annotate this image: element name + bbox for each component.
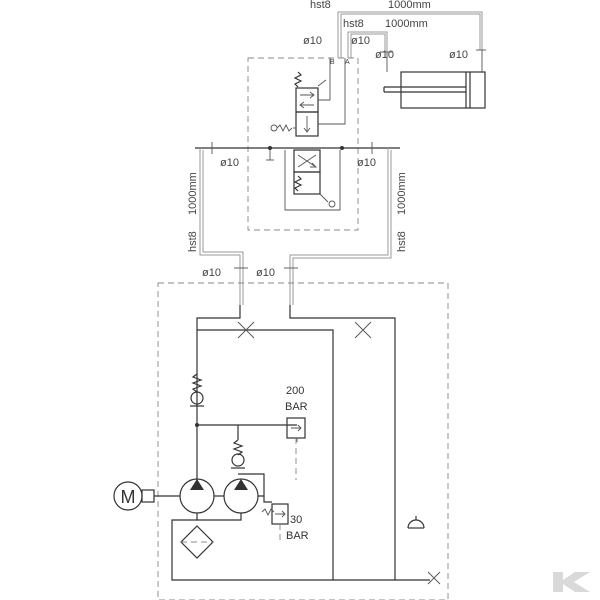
hose-length-label-1: 1000mm: [388, 0, 431, 11]
lower-directional-valve: [266, 148, 341, 211]
pump-2: [223, 478, 259, 514]
diameter-label-supply: ø10: [202, 267, 221, 279]
junction-dot: [340, 146, 344, 150]
cylinder-hose-b: [337, 11, 483, 58]
left-supply-hose: [199, 148, 244, 305]
relief-high-unit: BAR: [285, 401, 308, 413]
cross-marker-2: [354, 321, 372, 339]
pump-1: [179, 478, 215, 514]
diameter-label-a: ø10: [351, 35, 370, 47]
hose-length-label-2: 1000mm: [385, 18, 428, 30]
valve-block-outline: [247, 57, 359, 231]
relief-high-pressure: 200: [286, 385, 304, 397]
cross-marker-3: [427, 571, 441, 585]
relief-low-pressure: 30: [290, 514, 302, 526]
hydraulic-cylinder: [383, 50, 486, 109]
hose-spec-label-2: hst8: [343, 18, 364, 30]
check-valve-main: [190, 373, 204, 407]
motor: M: [113, 481, 180, 511]
power-unit-outline: [157, 282, 449, 600]
port-a-label: A: [345, 59, 350, 66]
hose-spec-label-1: hst8: [310, 0, 331, 11]
diameter-label-right: ø10: [357, 157, 376, 169]
diameter-label-cyl-b: ø10: [449, 49, 468, 61]
tank-line: [289, 305, 396, 580]
hose-spec-label-left: hst8: [187, 231, 199, 252]
diameter-label-return: ø10: [256, 267, 275, 279]
right-return-hose: [289, 148, 392, 305]
return-line: [196, 305, 334, 580]
port-b-label: B: [330, 59, 335, 66]
junction-dot: [268, 146, 272, 150]
relief-valve-30bar: [261, 503, 289, 525]
cylinder-hose-a: [347, 31, 388, 58]
diameter-label-cyl-a: ø10: [375, 49, 394, 61]
diameter-label-b: ø10: [303, 35, 322, 47]
cross-marker-1: [237, 321, 255, 339]
pump2-outlet: [238, 473, 265, 497]
brand-logo: [550, 568, 596, 594]
relief-low-unit: BAR: [286, 530, 309, 542]
check-valve-secondary: [231, 425, 245, 469]
diameter-label-left: ø10: [220, 157, 239, 169]
hose-spec-label-right: hst8: [396, 231, 408, 252]
suction-filter: [180, 525, 214, 559]
hose-length-label-right: 1000mm: [396, 172, 408, 215]
motor-symbol: M: [121, 487, 136, 507]
tank-breather: [407, 516, 425, 529]
upper-directional-valve: [270, 58, 346, 137]
suction-line: [171, 513, 430, 581]
hose-length-label-left: 1000mm: [187, 172, 199, 215]
